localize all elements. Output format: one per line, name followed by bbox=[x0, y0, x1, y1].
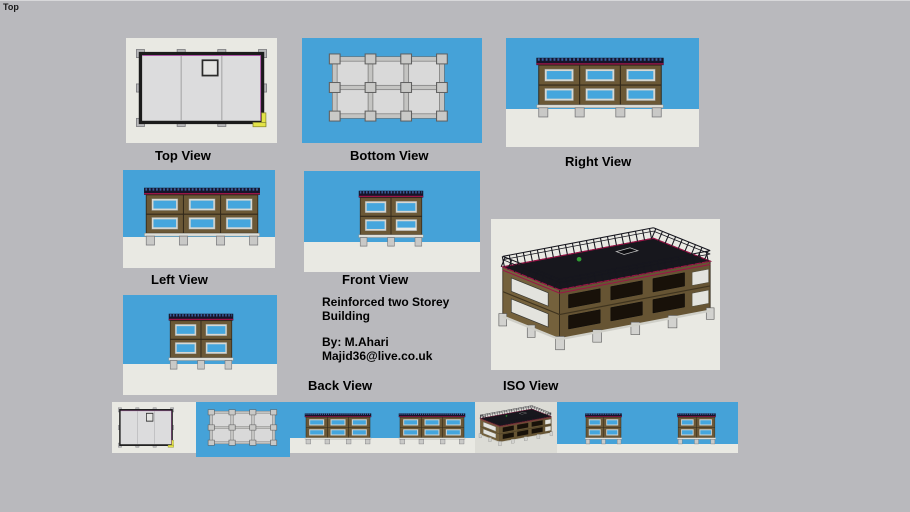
top-view-panel bbox=[126, 38, 277, 143]
back-view-panel bbox=[123, 295, 277, 395]
top-view-drawing bbox=[134, 47, 269, 129]
iso-view-panel bbox=[491, 219, 720, 370]
thumbnail-iso-view-drawing bbox=[477, 404, 554, 448]
thumbnail-front-view[interactable] bbox=[557, 402, 649, 453]
bottom-view-drawing bbox=[328, 53, 448, 122]
thumbnail-back-view-drawing bbox=[676, 413, 717, 445]
iso-view-caption: ISO View bbox=[503, 378, 559, 393]
thumbnail-top-view[interactable] bbox=[112, 402, 196, 453]
thumbnail-top-view-drawing bbox=[117, 406, 175, 449]
thumbnail-right-view-drawing bbox=[304, 413, 372, 445]
thumbnail-left-view[interactable] bbox=[397, 402, 475, 453]
left-view-caption: Left View bbox=[151, 272, 208, 287]
right-view-caption: Right View bbox=[565, 154, 632, 169]
thumbnail-left-view-drawing bbox=[398, 413, 466, 445]
thumbnail-front-view-ground bbox=[557, 444, 649, 453]
front-view-drawing bbox=[357, 190, 425, 248]
front-view-panel bbox=[304, 171, 480, 272]
thumbnail-left-view-ground bbox=[397, 438, 475, 453]
thumbnail-bottom-view-tab bbox=[196, 453, 290, 457]
left-view-panel bbox=[123, 170, 275, 268]
model-author: By: M.Ahari bbox=[322, 335, 389, 349]
camera-view-label: Top bbox=[3, 2, 19, 12]
thumbnail-back-view[interactable] bbox=[649, 402, 738, 453]
model-email: Majid36@live.co.uk bbox=[322, 348, 433, 363]
iso-view-drawing bbox=[493, 223, 718, 366]
right-view-panel bbox=[506, 38, 699, 147]
thumbnail-back-view-ground bbox=[649, 444, 738, 453]
back-view-drawing bbox=[167, 313, 235, 371]
right-view-ground bbox=[506, 109, 699, 147]
bottom-view-panel bbox=[302, 38, 482, 143]
thumbnail-right-view[interactable] bbox=[290, 402, 397, 453]
thumbnail-front-view-drawing bbox=[584, 413, 623, 445]
top-edge-divider bbox=[0, 0, 910, 1]
thumbnail-iso-view[interactable] bbox=[475, 402, 557, 453]
thumbnail-bottom-view[interactable] bbox=[196, 402, 290, 457]
front-view-ground bbox=[304, 242, 480, 272]
back-view-caption: Back View bbox=[308, 378, 373, 393]
model-title-block: Reinforced two Storey Building By: M.Aha… bbox=[322, 295, 470, 363]
left-view-drawing bbox=[142, 187, 262, 247]
scene-thumbnail-strip bbox=[112, 402, 738, 457]
front-view-caption: Front View bbox=[342, 272, 409, 287]
thumbnail-bottom-view-drawing bbox=[207, 409, 278, 446]
thumbnail-right-view-ground bbox=[290, 438, 397, 453]
model-title: Reinforced two Storey Building bbox=[322, 295, 450, 323]
top-view-caption: Top View bbox=[155, 148, 211, 163]
bottom-view-caption: Bottom View bbox=[350, 148, 429, 163]
right-view-drawing bbox=[535, 57, 665, 119]
